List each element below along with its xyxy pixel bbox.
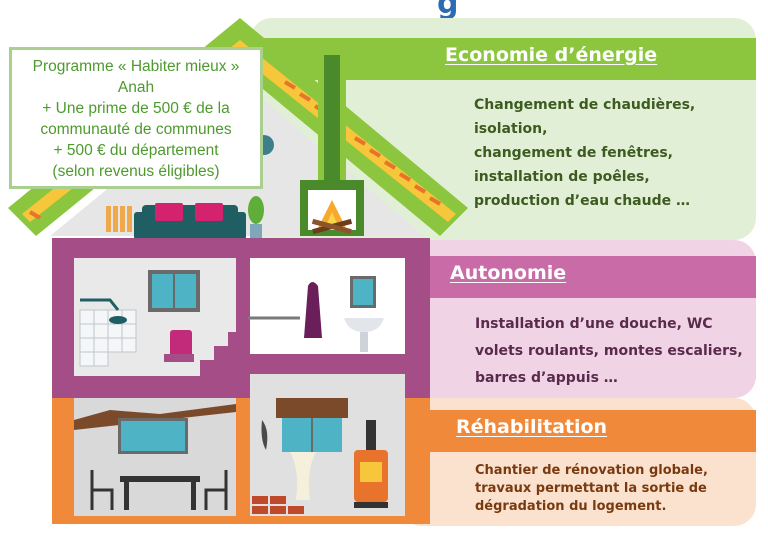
section-autonomy-list: Installation d’une douche, WC volets rou…	[475, 311, 743, 392]
callout-line: Programme « Habiter mieux »	[32, 58, 240, 75]
sink-icon	[344, 318, 384, 352]
wood-stove-icon	[354, 420, 388, 508]
callout-line: Anah	[117, 79, 155, 96]
radiator-icon	[106, 206, 132, 232]
list-item: installation de poêles,	[474, 169, 650, 185]
tiles-icon	[79, 309, 137, 367]
list-item: barres d’appuis …	[475, 370, 618, 386]
list-item: travaux permettant la sortie de	[475, 481, 707, 496]
list-item: changement de fenêtres,	[474, 145, 673, 161]
chair-icon	[90, 470, 228, 510]
callout-line: + 500 € du département	[53, 142, 219, 159]
stairlift-icon	[164, 330, 194, 362]
plant-icon	[248, 196, 264, 238]
list-item: Installation d’une douche, WC	[475, 316, 713, 332]
bricks-icon	[252, 496, 304, 514]
subsidy-callout-box: Programme « Habiter mieux » Anah + Une p…	[9, 47, 263, 189]
mold-stain-icon	[261, 420, 268, 450]
section-energy-title: Economie d’énergie	[445, 44, 658, 66]
section-autonomy-header-bar	[430, 256, 756, 298]
callout-line: (selon revenus éligibles)	[52, 163, 220, 180]
list-item: Chantier de rénovation globale,	[475, 463, 708, 478]
header-title-fragment: g	[437, 0, 459, 21]
shutter-window-icon	[276, 398, 348, 452]
section-energy-list: Changement de chaudières, isolation, cha…	[474, 93, 695, 213]
section-rehab-header-bar	[430, 410, 756, 452]
shower-icon	[80, 298, 127, 324]
stairs-icon	[200, 332, 242, 376]
section-rehab-title: Réhabilitation	[456, 416, 608, 438]
section-rehab-list: Chantier de rénovation globale, travaux …	[475, 462, 708, 516]
towel-icon	[304, 282, 322, 338]
list-item: production d’eau chaude …	[474, 193, 690, 209]
sofa-icon	[134, 203, 246, 240]
table-icon	[120, 476, 200, 510]
mirror-icon	[350, 276, 376, 308]
damaged-ceiling-icon	[74, 404, 236, 430]
damp-stain-icon	[290, 452, 316, 500]
list-item: dégradation du logement.	[475, 499, 667, 514]
list-item: volets roulants, montes escaliers,	[475, 343, 743, 359]
callout-line: + Une prime de 500 € de la	[42, 100, 230, 117]
list-item: Changement de chaudières,	[474, 97, 696, 113]
list-item: isolation,	[474, 121, 548, 137]
callout-line: communauté de communes	[40, 121, 232, 138]
window-icon	[118, 418, 188, 454]
section-autonomy-title: Autonomie	[450, 262, 567, 284]
window-icon	[148, 270, 200, 312]
